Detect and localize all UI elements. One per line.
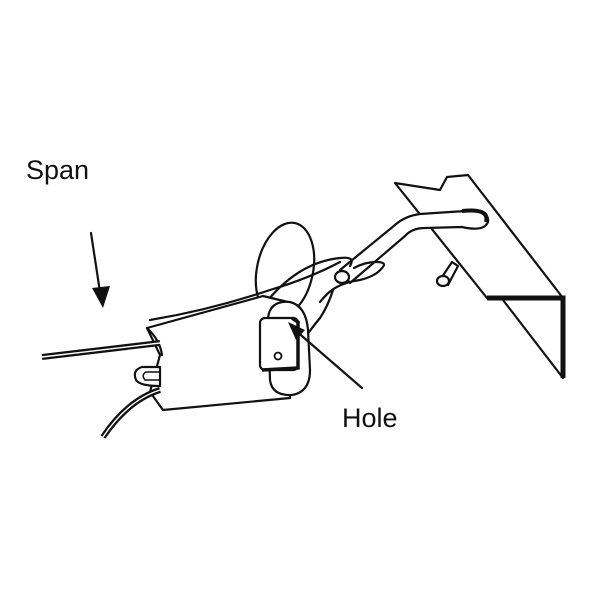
angle-bracket <box>393 173 566 380</box>
hook-rod <box>333 208 490 285</box>
clamp-hole-icon <box>273 351 283 361</box>
hole-leader-arrow-icon <box>288 322 364 390</box>
wire-loop <box>133 365 162 388</box>
clamp-pad <box>258 300 312 397</box>
bracket-stud <box>435 260 460 288</box>
span-arrow-icon <box>89 231 110 308</box>
hole-label: Hole <box>342 403 398 433</box>
span-label: Span <box>26 155 90 185</box>
cable-span <box>41 340 161 439</box>
